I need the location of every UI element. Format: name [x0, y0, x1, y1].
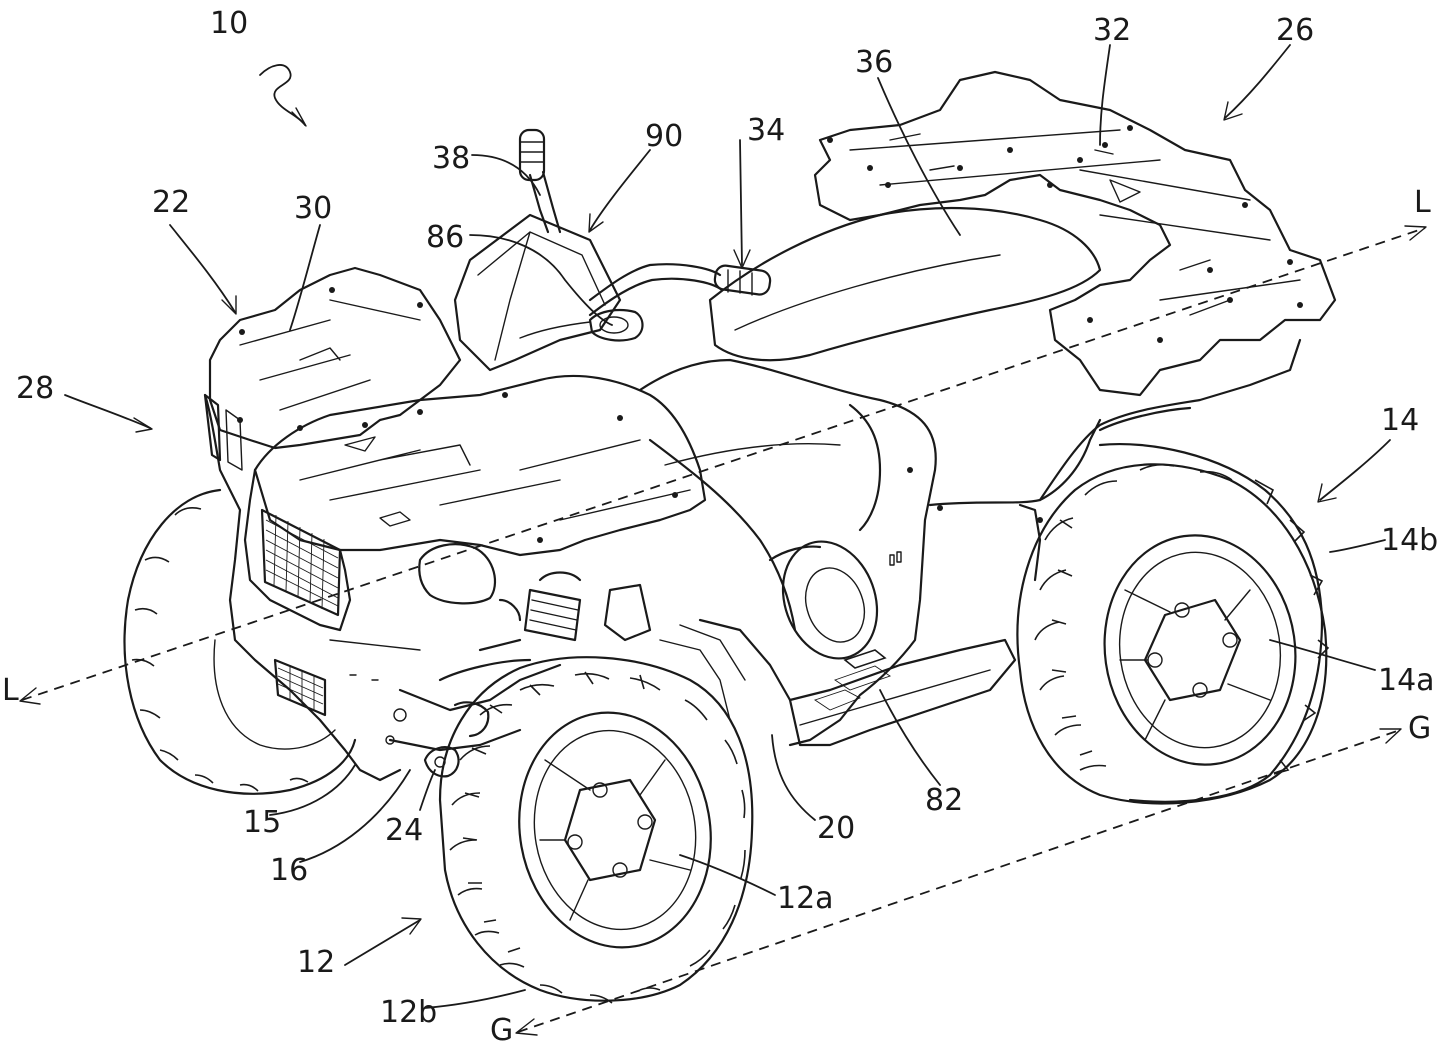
label-22: 22	[152, 185, 190, 220]
shock-absorber	[523, 588, 582, 642]
label-20: 20	[817, 811, 855, 846]
label-axis-L-left: L	[2, 673, 19, 708]
steering-post-38	[518, 128, 562, 234]
body-frame-20	[638, 338, 1302, 747]
leader-28	[64, 394, 151, 429]
label-axis-G-right: G	[1408, 711, 1431, 746]
label-14a: 14a	[1378, 663, 1435, 698]
label-axis-G-bottom: G	[490, 1013, 513, 1046]
footrest-82	[788, 638, 1017, 747]
front-tire-12b	[438, 656, 754, 1002]
hood	[253, 374, 707, 557]
leader-82	[879, 689, 941, 786]
front-rack-30	[208, 266, 462, 450]
leader-12b	[424, 989, 526, 1009]
left-grip	[518, 128, 546, 182]
leader-10	[259, 64, 306, 126]
label-15: 15	[243, 805, 281, 840]
leader-38	[471, 154, 541, 196]
reference-axes	[19, 225, 1427, 1036]
leader-lines	[64, 44, 1391, 1009]
reference-labels: 10 22 30 28 38 86 90 34 36 32 26 14 14b …	[2, 6, 1438, 1046]
ground-axis-G	[517, 729, 1401, 1033]
label-28: 28	[16, 371, 54, 406]
front-body-22	[203, 266, 707, 782]
front-grille	[260, 508, 342, 617]
leader-15	[269, 764, 356, 816]
label-16: 16	[270, 853, 308, 888]
axis-G-bottom-arrowhead	[515, 1018, 538, 1036]
label-26: 26	[1276, 13, 1314, 48]
switch-housing-90	[588, 309, 644, 342]
label-34: 34	[747, 113, 785, 148]
leader-32	[1099, 44, 1111, 146]
label-86: 86	[426, 220, 464, 255]
rear-wheel-14	[1016, 463, 1328, 805]
axis-L-left-arrowhead	[19, 687, 41, 705]
label-38: 38	[432, 141, 470, 176]
front-suspension	[385, 571, 792, 778]
leader-34	[739, 139, 743, 266]
handlebar-34	[588, 263, 772, 317]
leader-36	[877, 77, 961, 236]
right-grip	[713, 264, 772, 296]
rear-tire-14b	[1016, 463, 1328, 805]
rear-hub	[1143, 598, 1242, 702]
label-12b: 12b	[380, 995, 437, 1030]
front-rim-12a	[518, 711, 712, 949]
seat-36	[708, 206, 1102, 362]
reservoir	[603, 583, 652, 642]
label-90: 90	[645, 119, 683, 154]
label-14: 14	[1381, 403, 1419, 438]
leader-22	[169, 224, 236, 313]
leader-12a	[679, 854, 776, 896]
lower-intake	[273, 658, 327, 717]
rear-rim-14a	[1103, 534, 1297, 766]
label-82: 82	[925, 783, 963, 818]
label-30: 30	[294, 191, 332, 226]
front-fascia-28	[203, 393, 402, 782]
leader-12	[344, 919, 421, 966]
leader-20	[771, 734, 816, 821]
label-36: 36	[855, 45, 893, 80]
headlight	[418, 543, 497, 605]
rear-far-wheel	[1098, 442, 1330, 803]
leader-14a	[1269, 639, 1376, 671]
leader-14b	[1329, 539, 1386, 553]
leader-30	[289, 224, 321, 331]
front-hub	[563, 778, 657, 882]
label-32: 32	[1093, 13, 1131, 48]
front-far-wheel	[123, 488, 357, 795]
label-24: 24	[385, 813, 423, 848]
leader-26	[1224, 44, 1291, 119]
label-12a: 12a	[777, 881, 834, 916]
label-14b: 14b	[1381, 523, 1438, 558]
instrument-pod-86	[453, 213, 622, 372]
leader-24	[419, 769, 436, 811]
leader-86	[469, 234, 613, 326]
label-axis-L-right: L	[1414, 185, 1431, 220]
rack-bolt-holes	[827, 125, 1303, 343]
axis-G-right-arrowhead	[1379, 728, 1402, 744]
label-12: 12	[297, 945, 335, 980]
a-arm-16	[388, 663, 562, 752]
front-wheel-12	[438, 656, 754, 1004]
longitudinal-axis-L	[21, 227, 1426, 701]
axis-L-right-arrowhead	[1404, 225, 1427, 241]
label-10: 10	[210, 6, 248, 41]
hood-badge	[379, 511, 411, 527]
leader-14	[1319, 439, 1391, 501]
leader-16	[299, 769, 411, 863]
clutch-cover	[781, 540, 879, 660]
leader-90	[589, 149, 651, 231]
